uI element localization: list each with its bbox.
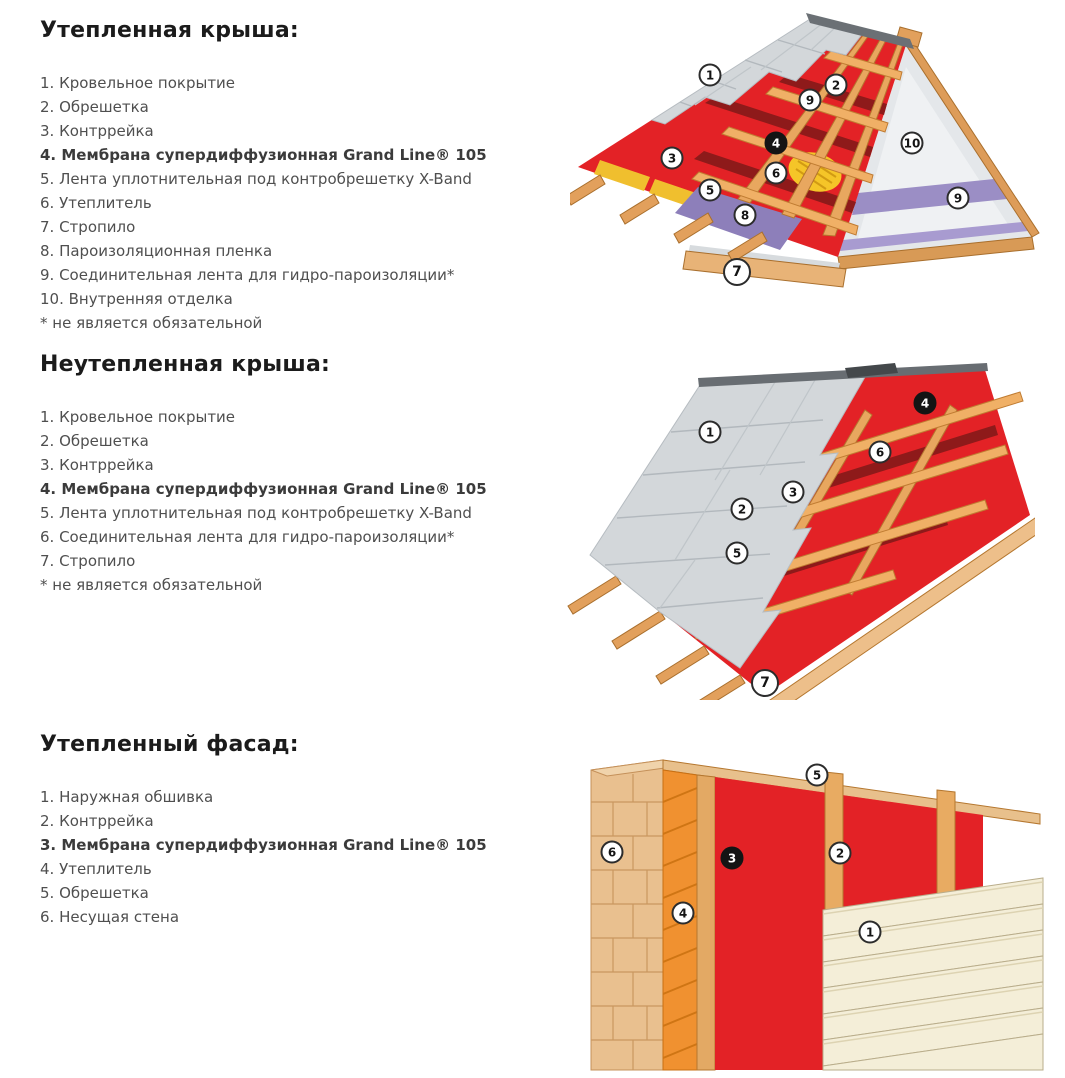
callout-4: 4	[913, 391, 937, 415]
masonry-wall	[590, 759, 680, 1071]
legend-item: 1. Кровельное покрытие	[40, 408, 236, 426]
ridge-end-cap	[845, 363, 898, 378]
legend-item: 1. Наружная обшивка	[40, 788, 214, 806]
insulated-roof-diagram: 1 2 9 3 4 6 5 8 10 9 7	[570, 5, 1065, 335]
legend-item: 8. Пароизоляционная пленка	[40, 242, 273, 260]
rafter-beam	[682, 250, 847, 288]
facade-diagram: 5 6 3 2 4 1	[585, 750, 1045, 1075]
callout-4: 4	[671, 901, 695, 925]
wood-stud	[696, 774, 716, 1071]
legend-item: 9. Соединительная лента для гидро-пароиз…	[40, 266, 455, 284]
callout-10: 10	[900, 131, 924, 155]
legend-item: 1. Кровельное покрытие	[40, 74, 236, 92]
section-insulated-roof-text: Утепленная крыша: 1. Кровельное покрытие…	[40, 18, 530, 335]
callout-4: 4	[764, 131, 788, 155]
legend-item: 7. Стропило	[40, 552, 136, 570]
ridge-cap	[806, 13, 914, 49]
vapor-barrier-strip	[840, 222, 1028, 251]
rafter-beam	[769, 517, 1035, 700]
legend-note: * не является обязательной	[40, 314, 263, 332]
callout-3: 3	[781, 480, 805, 504]
rafter-tails	[567, 575, 746, 700]
insulated-roof-illustration	[570, 13, 1040, 288]
callout-7: 7	[723, 258, 751, 286]
callout-6: 6	[868, 440, 892, 464]
callout-1: 1	[858, 920, 882, 944]
callout-9: 9	[798, 88, 822, 112]
legend-item: 6. Соединительная лента для гидро-пароиз…	[40, 528, 455, 546]
callout-8: 8	[733, 203, 757, 227]
facade-illustration	[590, 759, 1044, 1071]
legend-item: 6. Несущая стена	[40, 908, 180, 926]
vapor-barrier-strip	[852, 179, 1007, 215]
legend-note: * не является обязательной	[40, 576, 263, 594]
legend-item: 7. Стропило	[40, 218, 136, 236]
section-facade-text: Утепленный фасад: 1. Наружная обшивка 2.…	[40, 732, 530, 929]
legend-item: 5. Лента уплотнительная под контробрешет…	[40, 504, 472, 522]
callout-1: 1	[698, 63, 722, 87]
legend-item: 2. Обрешетка	[40, 432, 149, 450]
callout-1: 1	[698, 420, 722, 444]
callout-6: 6	[600, 840, 624, 864]
legend-item: 10. Внутренняя отделка	[40, 290, 233, 308]
section-cold-roof-text: Неутепленная крыша: 1. Кровельное покрыт…	[40, 352, 530, 597]
legend-list-cold-roof: 1. Кровельное покрытие 2. Обрешетка 3. К…	[40, 405, 530, 597]
section-heading-insulated-roof: Утепленная крыша:	[40, 18, 299, 43]
legend-item: 4. Утеплитель	[40, 860, 152, 878]
callout-2: 2	[828, 841, 852, 865]
legend-item-membrane: 3. Мембрана супердиффузионная Grand Line…	[40, 836, 487, 854]
legend-item: 2. Обрешетка	[40, 98, 149, 116]
callout-5: 5	[725, 541, 749, 565]
callout-9b: 9	[946, 186, 970, 210]
roof-tiles	[650, 18, 864, 125]
callout-2: 2	[730, 497, 754, 521]
legend-item: 2. Контррейка	[40, 812, 154, 830]
legend-item: 3. Контррейка	[40, 456, 154, 474]
callout-5: 5	[698, 178, 722, 202]
roof-tiles	[589, 376, 866, 669]
cold-roof-illustration	[567, 363, 1035, 700]
legend-item-membrane: 4. Мембрана супердиффузионная Grand Line…	[40, 480, 487, 498]
legend-item: 5. Лента уплотнительная под контробрешет…	[40, 170, 472, 188]
ridge-cap	[698, 363, 988, 387]
section-heading-facade: Утепленный фасад:	[40, 732, 299, 757]
legend-item: 3. Контррейка	[40, 122, 154, 140]
callout-2: 2	[824, 73, 848, 97]
section-heading-cold-roof: Неутепленная крыша:	[40, 352, 330, 377]
gable-interior	[838, 45, 1032, 257]
callout-6: 6	[764, 161, 788, 185]
callout-3: 3	[720, 846, 744, 870]
legend-item: 6. Утеплитель	[40, 194, 152, 212]
rafter-tails	[570, 174, 768, 263]
callout-3: 3	[660, 146, 684, 170]
battens	[691, 50, 903, 236]
cold-roof-diagram: 1 4 6 3 2 5 7	[565, 350, 1035, 700]
legend-item: 5. Обрешетка	[40, 884, 149, 902]
siding	[822, 877, 1044, 1071]
callout-5: 5	[805, 763, 829, 787]
callout-7: 7	[751, 669, 779, 697]
legend-list-insulated-roof: 1. Кровельное покрытие 2. Обрешетка 3. К…	[40, 71, 530, 335]
legend-item-membrane: 4. Мембрана супердиффузионная Grand Line…	[40, 146, 487, 164]
legend-list-facade: 1. Наружная обшивка 2. Контррейка 3. Мем…	[40, 785, 530, 929]
